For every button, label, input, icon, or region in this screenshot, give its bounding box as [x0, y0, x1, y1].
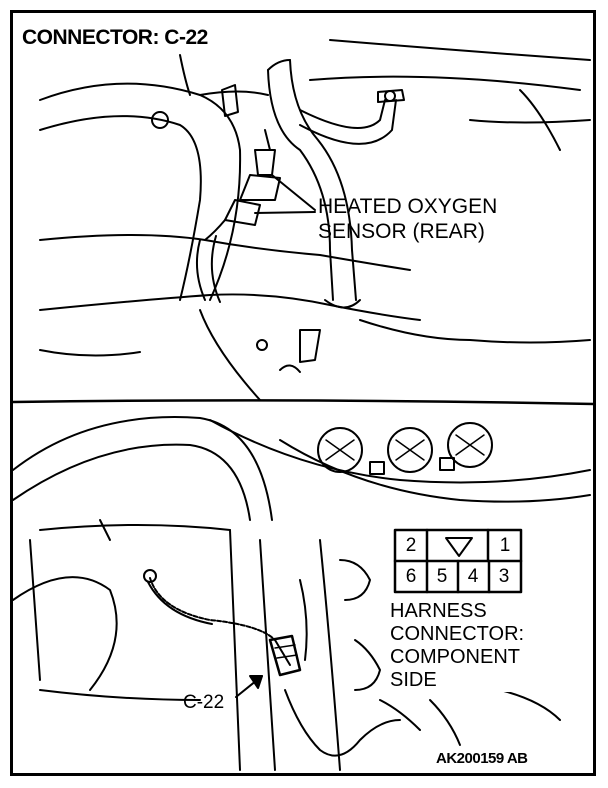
diagram-title: CONNECTOR: C-22 [22, 26, 208, 49]
harness-label-line3: COMPONENT [390, 646, 520, 668]
connector-callout: C-22 [183, 692, 225, 713]
pin-6: 6 [405, 566, 417, 587]
harness-label-line2: CONNECTOR: [390, 623, 525, 645]
pin-2: 2 [405, 535, 417, 556]
pin-1: 1 [499, 535, 511, 556]
sensor-label: HEATED OXYGEN SENSOR (REAR) [318, 194, 497, 244]
pin-5: 5 [436, 566, 448, 587]
pin-4: 4 [467, 566, 479, 587]
figure-code: AK200159 AB [436, 750, 528, 767]
sensor-label-line1: HEATED OXYGEN [318, 195, 498, 218]
pin-3: 3 [498, 566, 510, 587]
harness-label-line4: SIDE [390, 669, 437, 691]
connector-pin-diagram [393, 528, 523, 594]
bottom-view-drawing [12, 416, 591, 771]
harness-label-line1: HARNESS [390, 600, 487, 622]
harness-connector-label: HARNESS CONNECTOR: COMPONENT SIDE [388, 600, 527, 692]
sensor-label-line2: SENSOR (REAR) [318, 220, 485, 243]
top-view-drawing [11, 39, 596, 406]
